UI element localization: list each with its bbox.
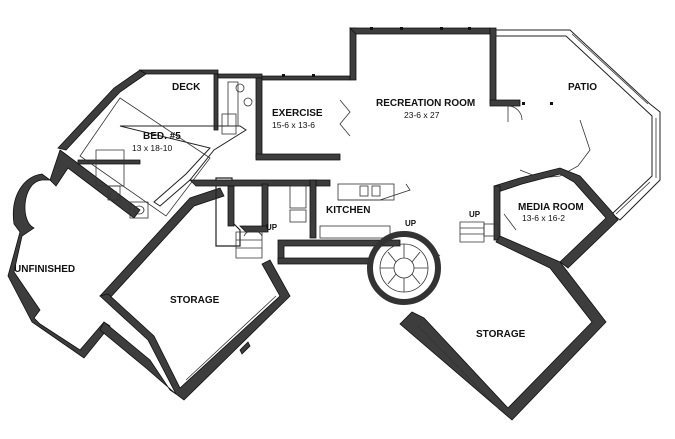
bedroom-walls [57,69,247,217]
room-size-media: 13-6 x 16-2 [522,213,565,223]
room-label-exercise: EXERCISE [272,108,323,119]
core-walls [189,177,331,259]
room-label-media: MEDIA ROOM [518,202,584,213]
room-label-kitchen: KITCHEN [326,205,370,216]
exercise-walls [217,27,357,161]
room-size-recreation: 23-6 x 27 [404,110,440,120]
room-size-exercise: 15-6 x 13-6 [272,120,315,130]
recreation-walls [349,27,523,122]
unfinished-walls [7,149,177,395]
window-marks [282,27,553,105]
room-label-bed5: BED. #5 [143,131,181,142]
room-label-recreation: RECREATION ROOM [376,98,475,109]
room-label-storage-right: STORAGE [476,329,526,340]
spiral-stair [367,231,441,305]
storage-right-walls [399,235,607,421]
right-stair [459,221,485,243]
storage-left-walls [99,187,291,401]
room-label-storage-left: STORAGE [170,295,220,306]
stair-up-right: UP [469,210,481,219]
stair-up-left: UP [266,223,278,232]
room-label-patio: PATIO [568,82,597,93]
room-label-unfinished: UNFINISHED [14,264,75,275]
stair-up-center: UP [405,219,417,228]
room-size-bed5: 13 x 18-10 [132,143,172,153]
room-label-deck: DECK [172,82,201,93]
kitchen-counters [277,183,411,265]
patio-walls [495,29,661,221]
bath-fixtures [107,185,149,219]
